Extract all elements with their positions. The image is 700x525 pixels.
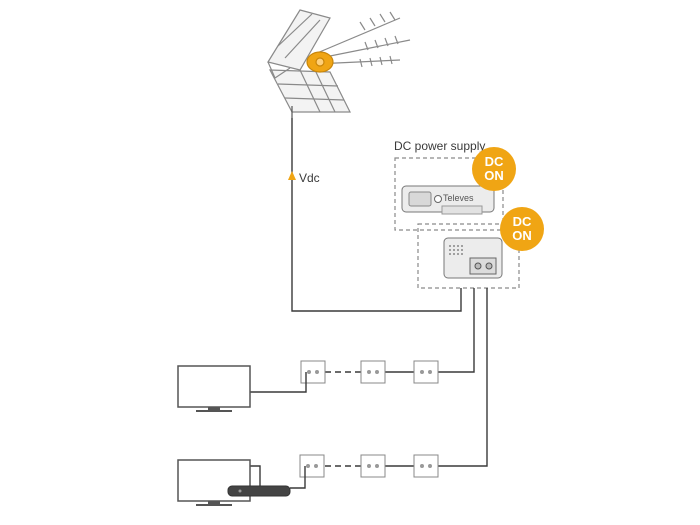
dc-on-badge-power-supply: DC ON xyxy=(472,147,516,191)
wall-outlet-icon xyxy=(300,360,326,384)
dc-on-badge-line1: DC xyxy=(512,214,532,229)
power-supply-box xyxy=(394,157,504,231)
output-cable-2 xyxy=(437,288,488,467)
wall-outlet-icon xyxy=(413,454,439,478)
wall-outlet-icon xyxy=(413,360,439,384)
dc-on-badge-line1: DC xyxy=(484,154,504,169)
outlet-row-1 xyxy=(250,360,439,393)
dc-on-badge-line2: ON xyxy=(512,228,532,243)
output-cable-1 xyxy=(437,288,475,373)
amplifier-box xyxy=(417,223,520,289)
antenna-icon xyxy=(267,9,411,118)
tv-icon xyxy=(177,365,251,412)
outlet-row-2 xyxy=(250,454,439,489)
wall-outlet-icon xyxy=(360,454,386,478)
power-supply-icon xyxy=(401,185,495,215)
set-top-box-icon xyxy=(227,485,291,497)
vdc-label: Vdc xyxy=(299,171,320,185)
amplifier-icon xyxy=(443,237,503,279)
feed-cable xyxy=(291,118,462,312)
wall-outlet-icon xyxy=(299,454,325,478)
dc-on-badge-amplifier: DC ON xyxy=(500,207,544,251)
dc-on-badge-line2: ON xyxy=(484,168,504,183)
amplifier-brand-label: Televes xyxy=(443,193,474,203)
wall-outlet-icon xyxy=(360,360,386,384)
arrow-up-icon xyxy=(288,171,296,180)
tv-icon xyxy=(177,459,251,506)
dc-power-supply-label: DC power supply xyxy=(394,139,486,153)
